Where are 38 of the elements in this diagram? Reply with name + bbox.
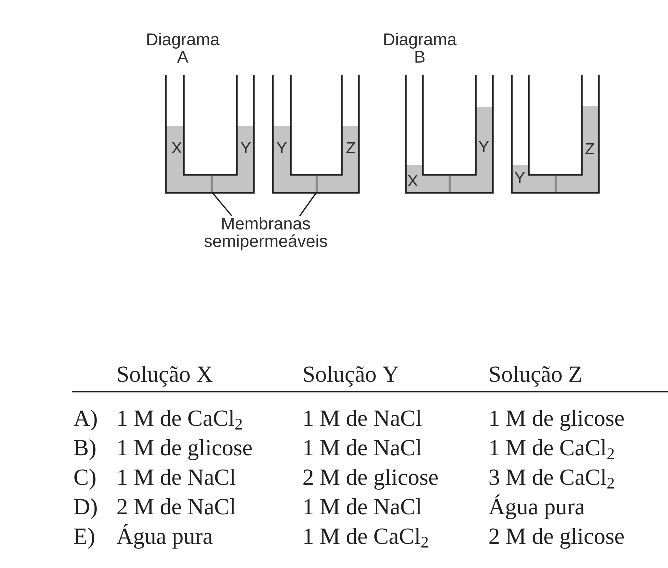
table-cell: 1 M de NaCl	[118, 469, 236, 486]
option-letter: A)	[74, 410, 97, 431]
figure-label: Diagrama A	[148, 33, 220, 63]
table-cell: 1 M de glicose	[118, 440, 252, 460]
solution-letter: Y	[479, 142, 489, 152]
table-cell: 1 M de NaCl	[304, 410, 422, 426]
table-cell: 3 M de CaCl$_{2}$	[490, 469, 614, 489]
table-cell: 1 M de NaCl	[304, 440, 422, 456]
table-cell: 2 M de glicose	[490, 528, 624, 549]
column-header: Solução Y	[304, 366, 399, 387]
option-letter: C)	[74, 469, 96, 490]
option-letter: D)	[74, 498, 97, 520]
solution-letter: Y	[241, 142, 251, 154]
table-cell: 1 M de CaCl$_{2}$	[118, 410, 242, 430]
leader-line	[212, 192, 232, 217]
membrane	[316, 176, 318, 192]
solution-letter: Y	[515, 172, 525, 184]
table-cell: 1 M de CaCl$_{2}$	[304, 528, 428, 548]
table-cell: Água pura	[116, 524, 213, 549]
solution-letter: Z	[586, 144, 594, 154]
solution-letter: X	[408, 176, 418, 186]
figure-label: Diagrama B	[384, 33, 457, 63]
column-header: Solução X	[118, 366, 213, 387]
solution-letter: X	[172, 142, 182, 154]
table-cell: 2 M de NaCl	[118, 498, 236, 515]
callout-label: Membranas semipermeáveis	[204, 217, 328, 251]
option-letter: B)	[74, 440, 96, 460]
option-letter: E)	[74, 528, 94, 549]
table-cell: 1 M de glicose	[490, 410, 624, 431]
membrane	[210, 176, 214, 192]
table-cell: Água pura	[488, 494, 585, 520]
solution-letter: Y	[277, 142, 287, 154]
table-cell: 1 M de CaCl$_{2}$	[490, 440, 614, 460]
table-cell: 2 M de glicose	[304, 469, 438, 490]
table-cell: 1 M de NaCl	[304, 498, 422, 515]
column-header: Solução Z	[490, 366, 582, 387]
leader-line	[299, 192, 318, 216]
solution-letter: Z	[346, 142, 356, 154]
